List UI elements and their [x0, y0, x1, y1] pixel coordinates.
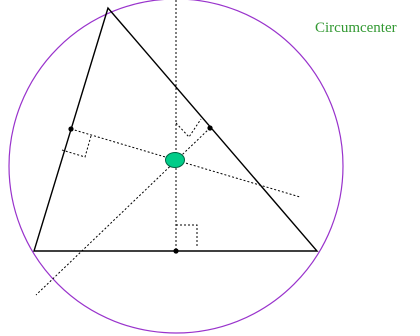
right-angle-marker-bottom: [176, 224, 198, 247]
right-angle-marker-left: [61, 135, 92, 158]
circumcircle: [8, 0, 344, 334]
bisector-right-side: [35, 127, 211, 296]
bisector-left-side: [70, 128, 301, 198]
right-angle-marker-right: [175, 118, 202, 138]
midpoint-right-side: [207, 125, 213, 131]
midpoint-left-side: [68, 126, 74, 132]
circumcenter-label: Circumcenter: [315, 20, 397, 36]
midpoint-base: [173, 248, 179, 254]
circumcenter-point: [165, 152, 185, 168]
